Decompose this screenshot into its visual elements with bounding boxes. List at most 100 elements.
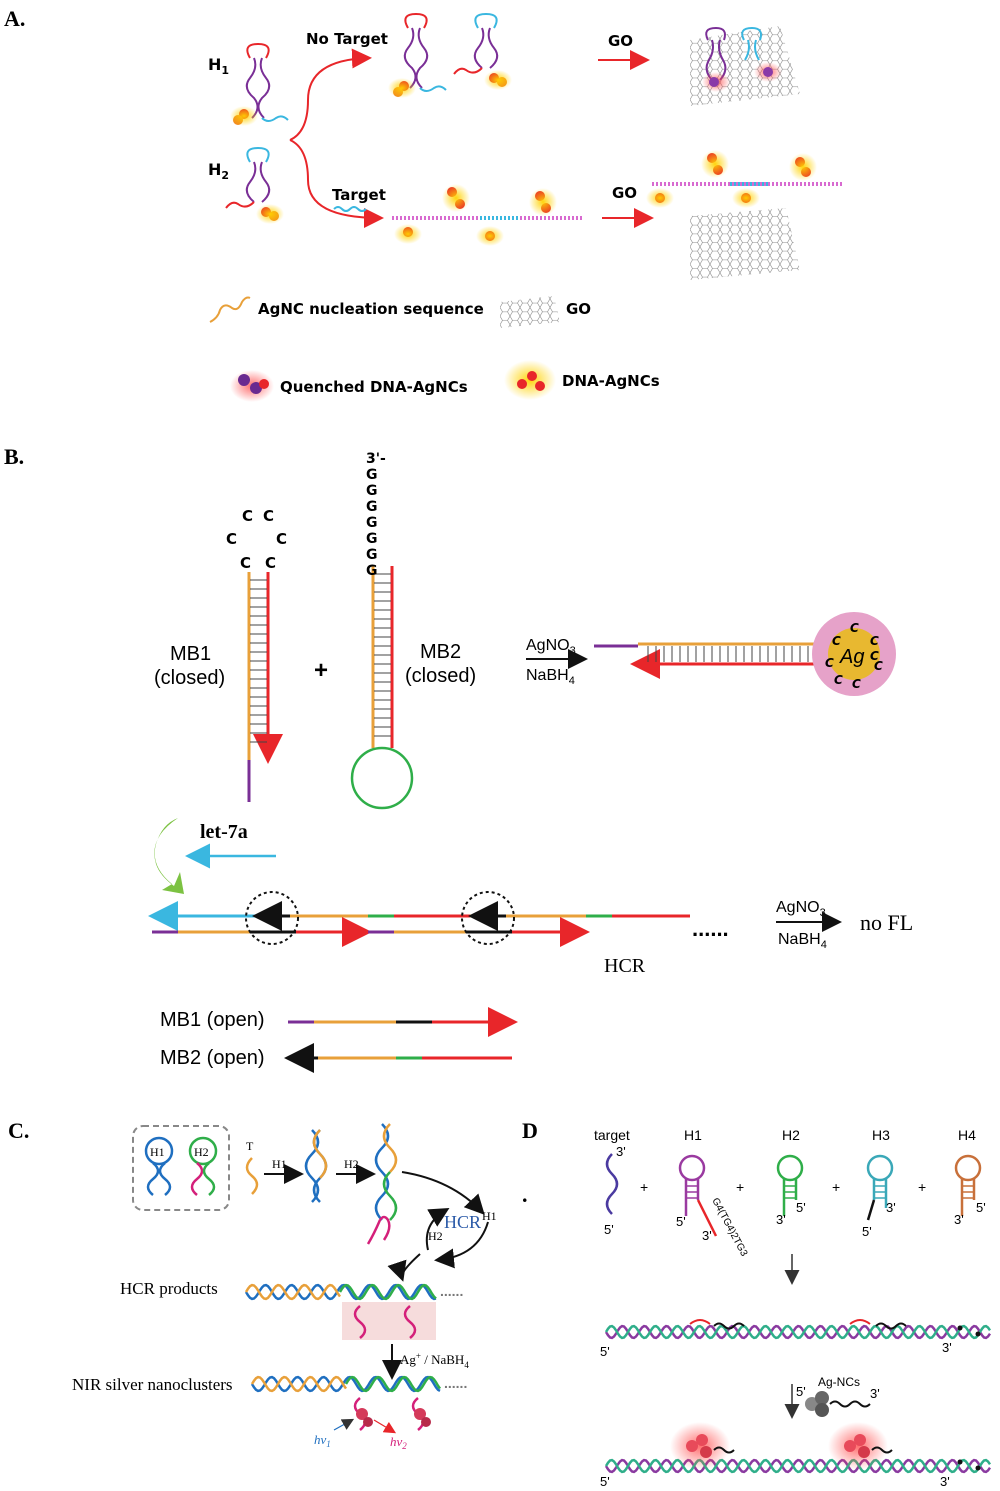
free-hairpin-h1 xyxy=(388,12,447,98)
d-h4-hairpin xyxy=(954,1154,982,1216)
c-intermediate-1 xyxy=(304,1129,328,1203)
mb1-loop-c-2: C xyxy=(226,530,237,548)
d-h2-hairpin xyxy=(776,1154,804,1216)
c-reagent-label: Ag+ / NaBH4 xyxy=(400,1351,469,1370)
legend-quenched: Quenched DNA-AgNCs xyxy=(280,378,468,396)
nir-dots: ...... xyxy=(444,1375,467,1391)
cluster-c-5: C xyxy=(874,659,883,673)
g-tail-g4: G xyxy=(366,515,378,531)
g-tail-g7: G xyxy=(366,563,378,579)
reagent-bottom-1: NaBH4 xyxy=(526,667,575,687)
green-curved-arrow xyxy=(154,818,184,894)
cluster-c-1: C xyxy=(850,621,859,635)
d-h4-3: 3' xyxy=(954,1212,964,1227)
d-duplex-1-purple xyxy=(604,1324,992,1340)
reagent-top-2: AgNO3 xyxy=(776,899,826,919)
h1-label: H1 xyxy=(208,55,229,77)
c-target-strand xyxy=(245,1157,259,1195)
c-arrow-h2-label: H2 xyxy=(344,1157,359,1171)
g-tail-g1: G xyxy=(366,467,378,483)
nucleation-highlight xyxy=(342,1302,436,1340)
cycle-arrow-2 xyxy=(434,1221,489,1269)
c-arrow-h1-label: H1 xyxy=(272,1157,287,1171)
d-plus-1: + xyxy=(640,1179,648,1195)
d-h1-hairpin xyxy=(678,1154,718,1237)
go-legend-icon xyxy=(500,296,560,328)
nir-clusters xyxy=(353,1397,431,1431)
h2-hairpin xyxy=(225,146,284,224)
panel-d-label: D xyxy=(522,1118,538,1143)
panel-b-label: B. xyxy=(4,444,24,469)
c-intermediate-2 xyxy=(366,1123,398,1245)
d-target-3: 3' xyxy=(616,1144,626,1159)
h1-hairpin xyxy=(230,42,289,126)
hcr-continuation-dots: ...... xyxy=(692,916,729,941)
d-h3-hairpin xyxy=(866,1154,894,1221)
hv2-label: hν2 xyxy=(390,1434,407,1451)
mb2-closed-stem xyxy=(350,566,414,810)
no-fl-label: no FL xyxy=(860,910,913,935)
cluster-c-4: C xyxy=(825,656,834,670)
d-h2-label: H2 xyxy=(782,1127,800,1143)
c-cycle-h1: H1 xyxy=(482,1209,497,1223)
hairpin-box xyxy=(132,1125,230,1211)
mb1-loop-c-4: C xyxy=(263,507,274,525)
ag-cluster-duplex: Ag C C C C C C C C xyxy=(594,612,896,696)
mb1-closed-stem xyxy=(247,572,283,802)
mb1-loop-c-1: C xyxy=(240,554,251,572)
go-result-bottom xyxy=(646,150,844,280)
hcr-duplex-a xyxy=(392,184,584,246)
d-target-label: target xyxy=(594,1127,630,1143)
mb2-closed-label-1: MB2 xyxy=(420,641,461,663)
go-label-top: GO xyxy=(608,32,633,50)
d-h2-5: 5' xyxy=(796,1200,806,1215)
d-duplex-2-teal xyxy=(604,1458,992,1474)
d-agncs-label: Ag-NCs xyxy=(818,1375,860,1389)
mb1-closed-label-1: MB1 xyxy=(170,643,211,665)
free-hairpin-h2 xyxy=(453,12,512,90)
d-h1-sequence: G4(TG4)2TG3 xyxy=(709,1196,749,1258)
nir-strand-green xyxy=(344,1375,442,1393)
legend-nucleation: AgNC nucleation sequence xyxy=(258,300,484,318)
d-h1-3: 3' xyxy=(702,1228,712,1243)
panel-d: D . target H1 H2 H3 H4 3' 5' + 5' 3' G4(… xyxy=(522,1118,992,1489)
cluster-c-2: C xyxy=(832,634,841,648)
hcr-products-dots: ...... xyxy=(440,1283,463,1299)
hcr-products-label: HCR products xyxy=(120,1279,218,1298)
agncs-legend-icon xyxy=(504,360,556,400)
c-cycle-h2: H2 xyxy=(428,1229,443,1243)
go-sheet-top xyxy=(690,26,800,106)
branch-arrow-no-target xyxy=(289,48,372,141)
mb2-loop xyxy=(350,746,414,810)
hcr-chain xyxy=(148,891,690,947)
c-h1-label: H1 xyxy=(150,1145,165,1159)
cycle-arrow-1 xyxy=(401,1171,485,1215)
c-hcr-label: HCR xyxy=(444,1212,481,1232)
d-h1-5: 5' xyxy=(676,1214,686,1229)
legend-agncs: DNA-AgNCs xyxy=(562,372,660,390)
d-agnc-5: 5' xyxy=(796,1384,806,1399)
mb1-loop-c-6: C xyxy=(265,554,276,572)
d-duplex-1-5: 5' xyxy=(600,1344,610,1359)
g-tail-g2: G xyxy=(366,483,378,499)
d-duplex-1-3: 3' xyxy=(942,1340,952,1355)
reagent-top-1: AgNO3 xyxy=(526,637,576,657)
g-tail-g6: G xyxy=(366,547,378,563)
d-h4-label: H4 xyxy=(958,1127,976,1143)
d-duplex-2-5: 5' xyxy=(600,1474,610,1489)
nir-label: NIR silver nanoclusters xyxy=(72,1375,233,1394)
cluster-c-8: C xyxy=(870,649,879,663)
mb2-closed-label-2: (closed) xyxy=(405,665,476,687)
d-h3-5: 5' xyxy=(862,1224,872,1239)
mb1-closed-label-2: (closed) xyxy=(154,667,225,689)
cluster-c-7: C xyxy=(852,677,861,691)
plus-sign: + xyxy=(314,657,328,684)
g-tail-g5: G xyxy=(366,531,378,547)
nucleation-legend-icon xyxy=(209,296,251,323)
d-plus-4: + xyxy=(918,1179,926,1195)
cycle-arrow-3 xyxy=(425,1207,450,1251)
nir-strand-orange xyxy=(250,1375,348,1393)
target-strand xyxy=(333,206,367,212)
g-tail-g3: G xyxy=(366,499,378,515)
